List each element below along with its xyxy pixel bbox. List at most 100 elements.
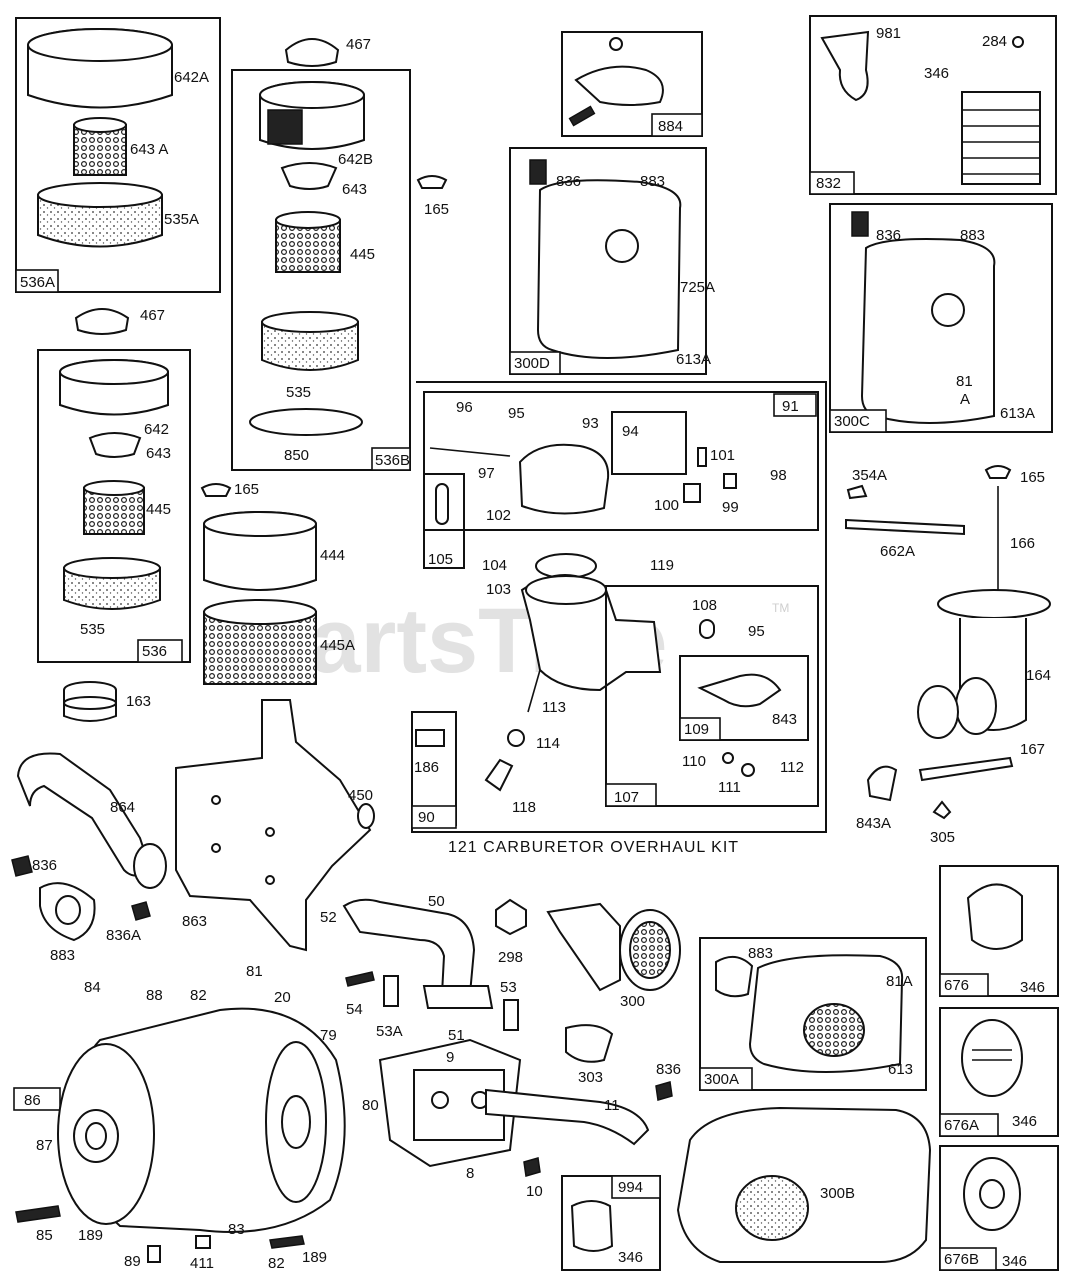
label-642B: 642B bbox=[338, 151, 373, 168]
label-95-b: 95 bbox=[748, 623, 765, 640]
part-300B bbox=[676, 1106, 932, 1263]
label-303: 303 bbox=[578, 1069, 603, 1086]
label-725A: 725A bbox=[680, 279, 715, 296]
label-81-b: 81 bbox=[246, 963, 263, 980]
part-836-d bbox=[655, 1081, 673, 1101]
label-284: 284 bbox=[982, 33, 1007, 50]
tag-536: 536 bbox=[142, 643, 167, 660]
label-346-e: 346 bbox=[618, 1249, 643, 1266]
part-165-c bbox=[984, 465, 1012, 479]
label-87: 87 bbox=[36, 1137, 53, 1154]
label-54: 54 bbox=[346, 1001, 363, 1018]
tag-536B: 536B bbox=[375, 452, 410, 469]
label-79: 79 bbox=[320, 1027, 337, 1044]
label-662A: 662A bbox=[880, 543, 915, 560]
label-96: 96 bbox=[456, 399, 473, 416]
part-114 bbox=[507, 729, 525, 747]
part-carb-body-102 bbox=[518, 443, 610, 515]
label-467-mid: 467 bbox=[140, 307, 165, 324]
label-110: 110 bbox=[682, 753, 706, 770]
part-118 bbox=[484, 758, 514, 792]
label-643A: 643 A bbox=[130, 141, 168, 158]
label-94: 94 bbox=[622, 423, 639, 440]
label-535A: 535A bbox=[164, 211, 199, 228]
label-119: 119 bbox=[650, 557, 674, 574]
kit-536A bbox=[15, 17, 221, 293]
label-114: 114 bbox=[536, 735, 560, 752]
label-883-b: 883 bbox=[960, 227, 985, 244]
label-843A: 843A bbox=[856, 815, 891, 832]
label-A: A bbox=[960, 391, 970, 408]
kit-300D bbox=[509, 147, 707, 375]
label-189-a: 189 bbox=[78, 1227, 103, 1244]
kit-676A-frame bbox=[939, 1007, 1059, 1137]
tag-676A: 676A bbox=[944, 1117, 979, 1134]
part-10 bbox=[523, 1157, 541, 1177]
label-95-a: 95 bbox=[508, 405, 525, 422]
label-80: 80 bbox=[362, 1097, 379, 1114]
part-50 bbox=[342, 898, 494, 1009]
part-864 bbox=[16, 752, 167, 889]
label-118: 118 bbox=[512, 799, 536, 816]
part-863 bbox=[175, 699, 372, 952]
part-89 bbox=[147, 1245, 161, 1263]
label-346-b: 346 bbox=[1020, 979, 1045, 996]
part-298 bbox=[495, 898, 527, 936]
caption-overhaul-kit: 121 CARBURETOR OVERHAUL KIT bbox=[448, 839, 739, 856]
label-613: 613 bbox=[888, 1061, 913, 1078]
label-104: 104 bbox=[482, 557, 507, 574]
label-165-b: 165 bbox=[234, 481, 259, 498]
label-445A: 445A bbox=[320, 637, 355, 654]
part-85 bbox=[15, 1205, 61, 1223]
label-165-a: 165 bbox=[424, 201, 449, 218]
label-346-a: 346 bbox=[924, 65, 949, 82]
label-52: 52 bbox=[320, 909, 337, 926]
label-836A: 836A bbox=[106, 927, 141, 944]
kit-536B-frame bbox=[231, 69, 411, 471]
part-82-b bbox=[269, 1235, 305, 1249]
kit-300C-frame bbox=[829, 203, 1053, 433]
kit-536 bbox=[37, 349, 191, 663]
kit-994-frame bbox=[561, 1175, 661, 1271]
label-883-a: 883 bbox=[640, 173, 665, 190]
label-300B: 300B bbox=[820, 1185, 855, 1202]
label-113: 113 bbox=[542, 699, 566, 716]
label-467-top: 467 bbox=[346, 36, 371, 53]
label-643-c: 643 bbox=[146, 445, 171, 462]
tag-107: 107 bbox=[614, 789, 639, 806]
kit-86 bbox=[13, 1007, 346, 1233]
label-300: 300 bbox=[620, 993, 645, 1010]
tag-676B: 676B bbox=[944, 1251, 979, 1268]
label-643-b: 643 bbox=[342, 181, 367, 198]
label-81A: 81A bbox=[886, 973, 913, 990]
tag-536A: 536A bbox=[20, 274, 55, 291]
kit-105-frame bbox=[423, 473, 465, 569]
label-883-d: 883 bbox=[748, 945, 773, 962]
part-165-a bbox=[416, 175, 448, 189]
kit-832-frame bbox=[809, 15, 1057, 195]
kit-536A-frame bbox=[15, 17, 221, 293]
kit-91 bbox=[423, 391, 819, 569]
label-642: 642 bbox=[144, 421, 169, 438]
label-189-b: 189 bbox=[302, 1249, 327, 1266]
label-535-b: 535 bbox=[286, 384, 311, 401]
kit-676B-frame bbox=[939, 1145, 1059, 1271]
part-642A bbox=[27, 45, 173, 109]
kit-300C bbox=[829, 203, 1053, 433]
tag-90: 90 bbox=[418, 809, 435, 826]
part-843A bbox=[866, 765, 898, 802]
label-53: 53 bbox=[500, 979, 517, 996]
label-864: 864 bbox=[110, 799, 135, 816]
tag-109: 109 bbox=[684, 721, 709, 738]
label-613A-b: 613A bbox=[1000, 405, 1035, 422]
part-836-c bbox=[11, 855, 33, 877]
label-167: 167 bbox=[1020, 741, 1045, 758]
part-163 bbox=[63, 681, 117, 722]
label-411: 411 bbox=[190, 1255, 214, 1272]
label-163: 163 bbox=[126, 693, 151, 710]
label-450: 450 bbox=[348, 787, 373, 804]
label-100: 100 bbox=[654, 497, 679, 514]
kit-676 bbox=[939, 865, 1059, 997]
label-8: 8 bbox=[466, 1165, 474, 1182]
label-836-c: 836 bbox=[32, 857, 57, 874]
